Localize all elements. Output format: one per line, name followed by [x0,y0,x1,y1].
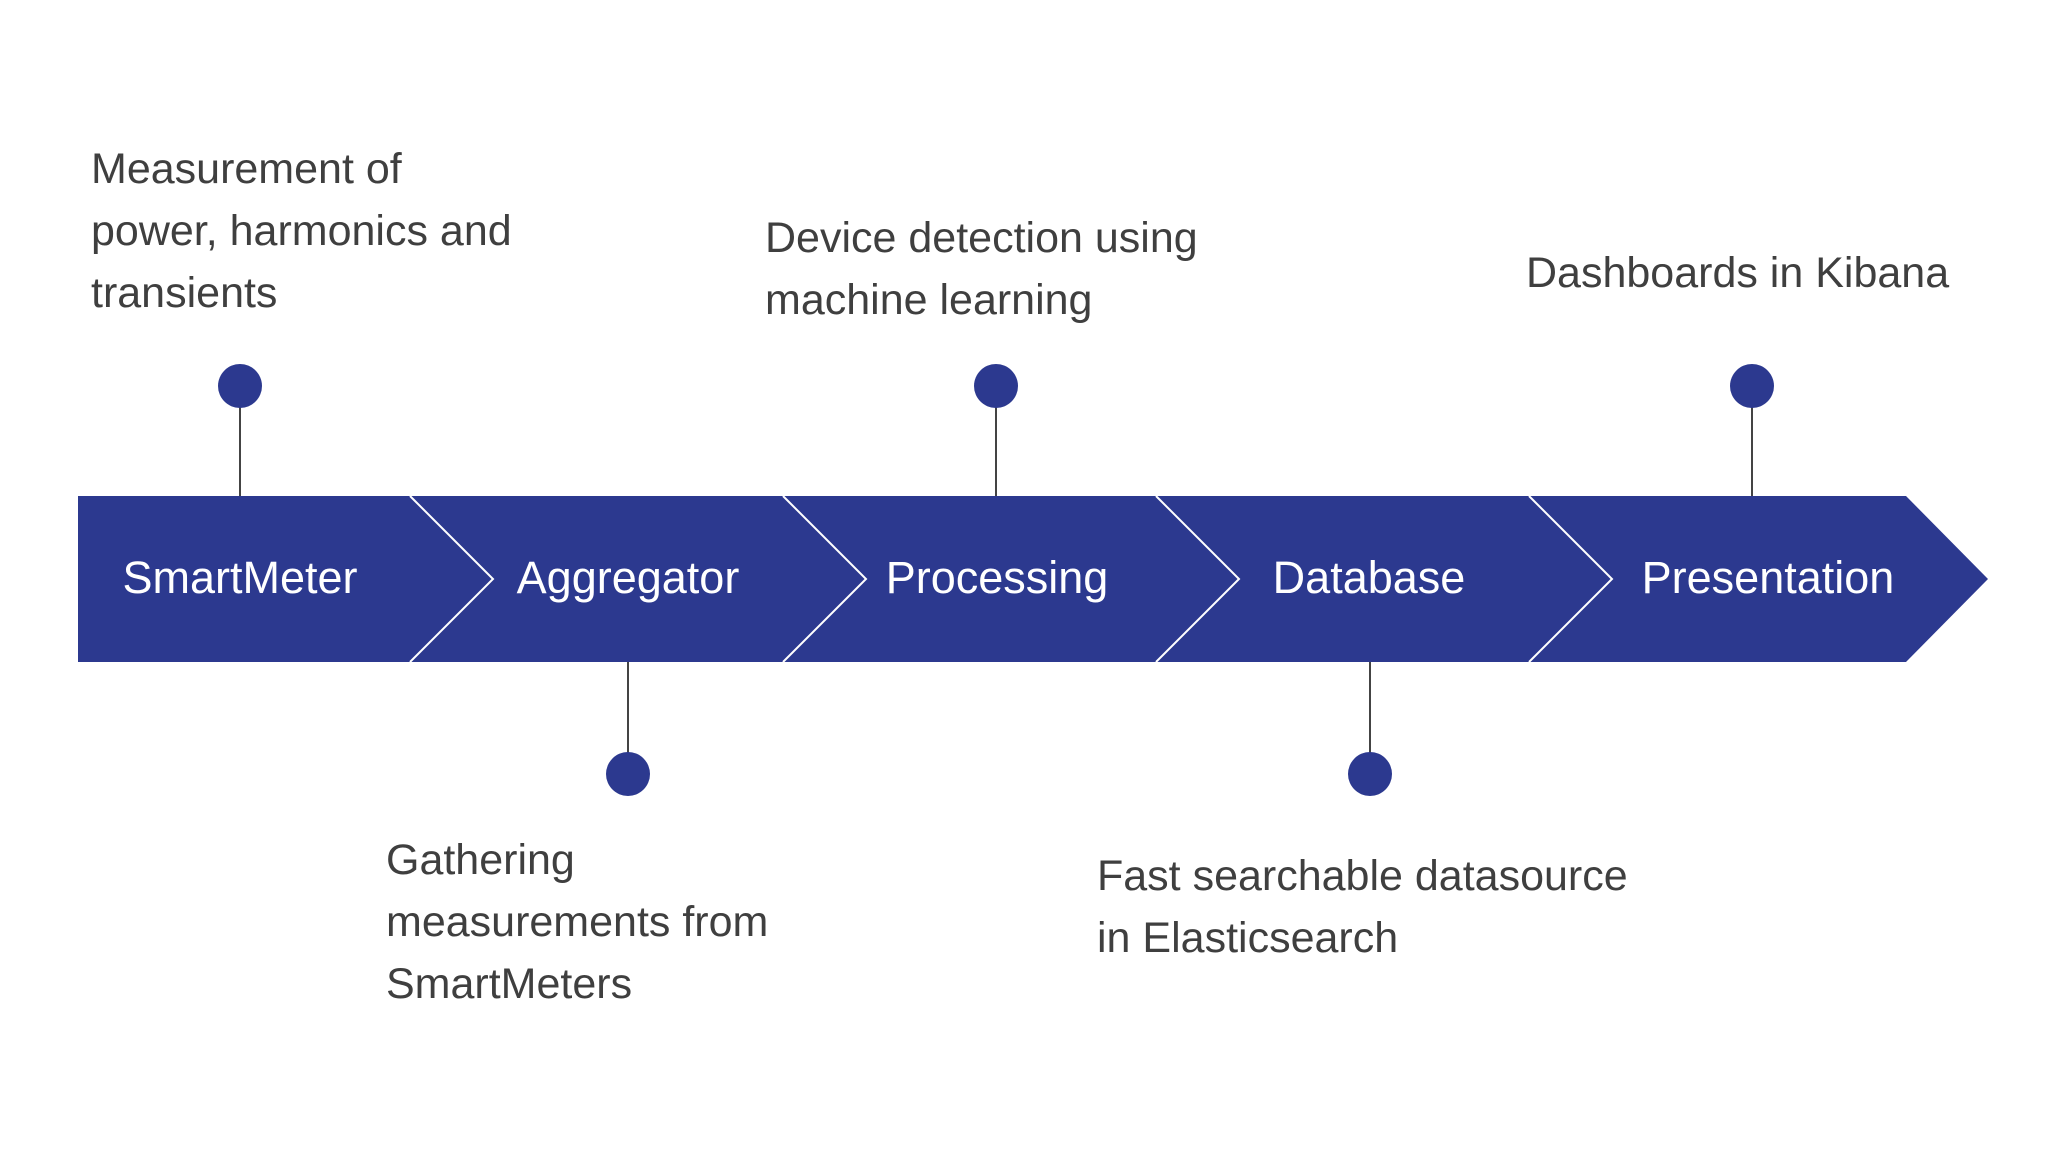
stage-label-smartmeter: SmartMeter [122,552,357,603]
milestone-dot-4 [1348,752,1392,796]
description-smartmeter: Measurement of power, harmonics and tran… [91,145,512,317]
stage-label-processing: Processing [886,552,1109,603]
stage-separators [409,495,1614,663]
arrow-body [78,496,1988,662]
description-database: Fast searchable datasource in Elasticsea… [1097,852,1628,962]
stage-label-database: Database [1273,552,1466,603]
milestone-dot-5 [1730,364,1774,408]
milestone-dots [218,364,1774,796]
stage-separator-1 [409,495,495,663]
description-presentation: Dashboards in Kibana [1526,249,1950,297]
milestone-dot-1 [218,364,262,408]
description-processing: Device detection using machine learning [765,214,1198,324]
stage-separator-3 [1155,495,1241,663]
milestone-dot-3 [974,364,1018,408]
stage-labels: SmartMeter Aggregator Processing Databas… [122,552,1894,603]
stage-separator-2 [782,495,868,663]
stage-separator-4 [1528,495,1614,663]
stage-label-presentation: Presentation [1642,552,1895,603]
milestone-dot-2 [606,752,650,796]
stage-label-aggregator: Aggregator [517,552,740,603]
description-aggregator: Gathering measurements from SmartMeters [386,836,769,1008]
